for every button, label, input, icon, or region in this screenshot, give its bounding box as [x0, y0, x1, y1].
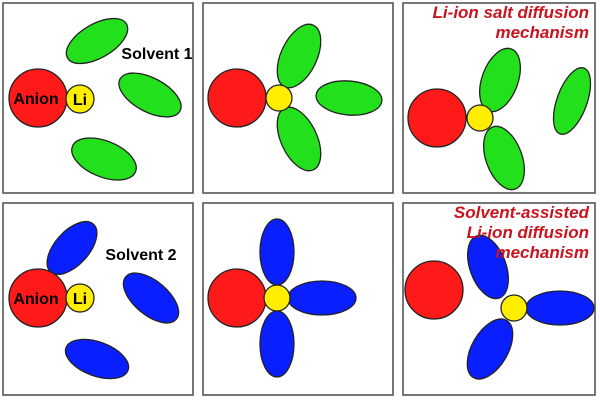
solvent-1-molecule — [315, 80, 383, 116]
li-ion-icon — [65, 84, 95, 114]
anion-icon — [404, 260, 464, 320]
solvent-2-molecule — [259, 310, 295, 378]
salt-diffusion-caption-line-1: Li-ion salt diffusion — [433, 3, 589, 22]
solvent-1-molecule — [483, 125, 525, 191]
anion-icon — [407, 88, 467, 148]
solvent-2-molecule — [467, 234, 509, 300]
panel-li-ion-salt-diffusion: Li-ion salt diffusion mechanism — [402, 2, 596, 194]
li-label: Li — [73, 92, 87, 109]
li-ion-icon — [263, 284, 291, 312]
anion-label: Anion — [13, 291, 58, 308]
anion-icon — [207, 68, 267, 128]
panel-solvent-2-separated: Anion Li Solvent 2 — [2, 202, 194, 396]
anion-label: Anion — [13, 91, 58, 108]
solvent-2-molecule — [259, 218, 295, 286]
panel-solvent-1-coordinated — [202, 2, 394, 194]
panel-solvent-assisted-diffusion: Solvent-assisted Li-ion diffusion mechan… — [402, 202, 596, 396]
panel-solvent-1-separated: Anion Li Solvent 1 — [2, 2, 194, 194]
solvent-2-molecule — [122, 272, 180, 324]
solvent-1-molecule — [552, 67, 592, 135]
solvent-assisted-caption-line-2: Li-ion diffusion — [467, 223, 589, 242]
salt-diffusion-caption-line-2: mechanism — [495, 23, 589, 42]
li-label: Li — [73, 291, 87, 308]
li-ion-icon — [65, 283, 95, 313]
solvent-1-molecule — [118, 72, 182, 118]
li-ion-icon — [265, 84, 293, 112]
solvent-2-molecule — [64, 338, 130, 380]
panel-solvent-2-coordinated — [202, 202, 394, 396]
solvent-1-label: Solvent 1 — [121, 46, 192, 63]
solvent-1-molecule — [65, 17, 129, 65]
solvent-assisted-caption-line-3: mechanism — [495, 243, 589, 262]
anion-icon — [207, 268, 267, 328]
solvent-2-molecule — [466, 318, 514, 380]
solvent-1-molecule — [71, 137, 137, 181]
li-ion-icon — [466, 104, 494, 132]
solvent-2-label: Solvent 2 — [105, 247, 176, 264]
solvent-assisted-caption-line-1: Solvent-assisted — [454, 203, 590, 222]
solvent-2-molecule — [287, 280, 357, 316]
solvent-2-molecule — [525, 290, 595, 326]
li-ion-icon — [500, 294, 528, 322]
